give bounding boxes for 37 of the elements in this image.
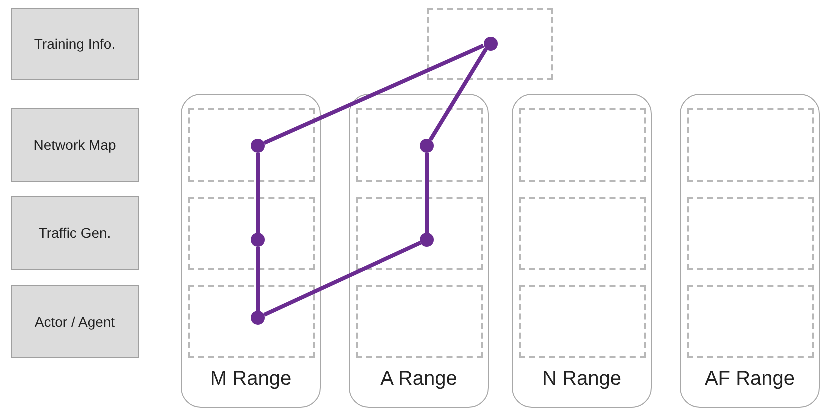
dashed-box [188,108,314,182]
range-panel [349,94,489,408]
dashed-box [686,108,814,182]
dashed-box [518,284,646,358]
dashed-box [356,108,482,182]
dashed-box [427,8,553,80]
category-box: Network Map [11,108,139,182]
dashed-box [686,284,814,358]
category-box: Training Info. [11,8,139,80]
dashed-box [518,108,646,182]
connector-line [256,153,260,233]
node-dot [420,139,434,153]
connector-line [264,241,422,317]
range-label: A Range [380,368,458,391]
range-label: M Range [209,368,293,391]
range-label: N Range [542,368,622,391]
node-dot [251,311,265,325]
range-label: AF Range [704,368,796,391]
connector-line [425,153,429,233]
connector-line [428,48,488,142]
node-dot [251,139,265,153]
range-panel [181,94,321,408]
dashed-box [518,196,646,270]
dashed-box [356,196,482,270]
dashed-box [356,284,482,358]
node-dot [251,233,265,247]
category-box: Traffic Gen. [11,196,139,270]
node-dot [484,36,498,50]
node-dot [420,233,434,247]
range-panel [680,94,820,408]
dashed-box [188,196,314,270]
range-panel [512,94,652,408]
dashed-box [188,284,314,358]
connector-line [256,247,260,311]
dashed-box [686,196,814,270]
category-box: Actor / Agent [11,285,139,358]
connector-line [264,44,484,145]
